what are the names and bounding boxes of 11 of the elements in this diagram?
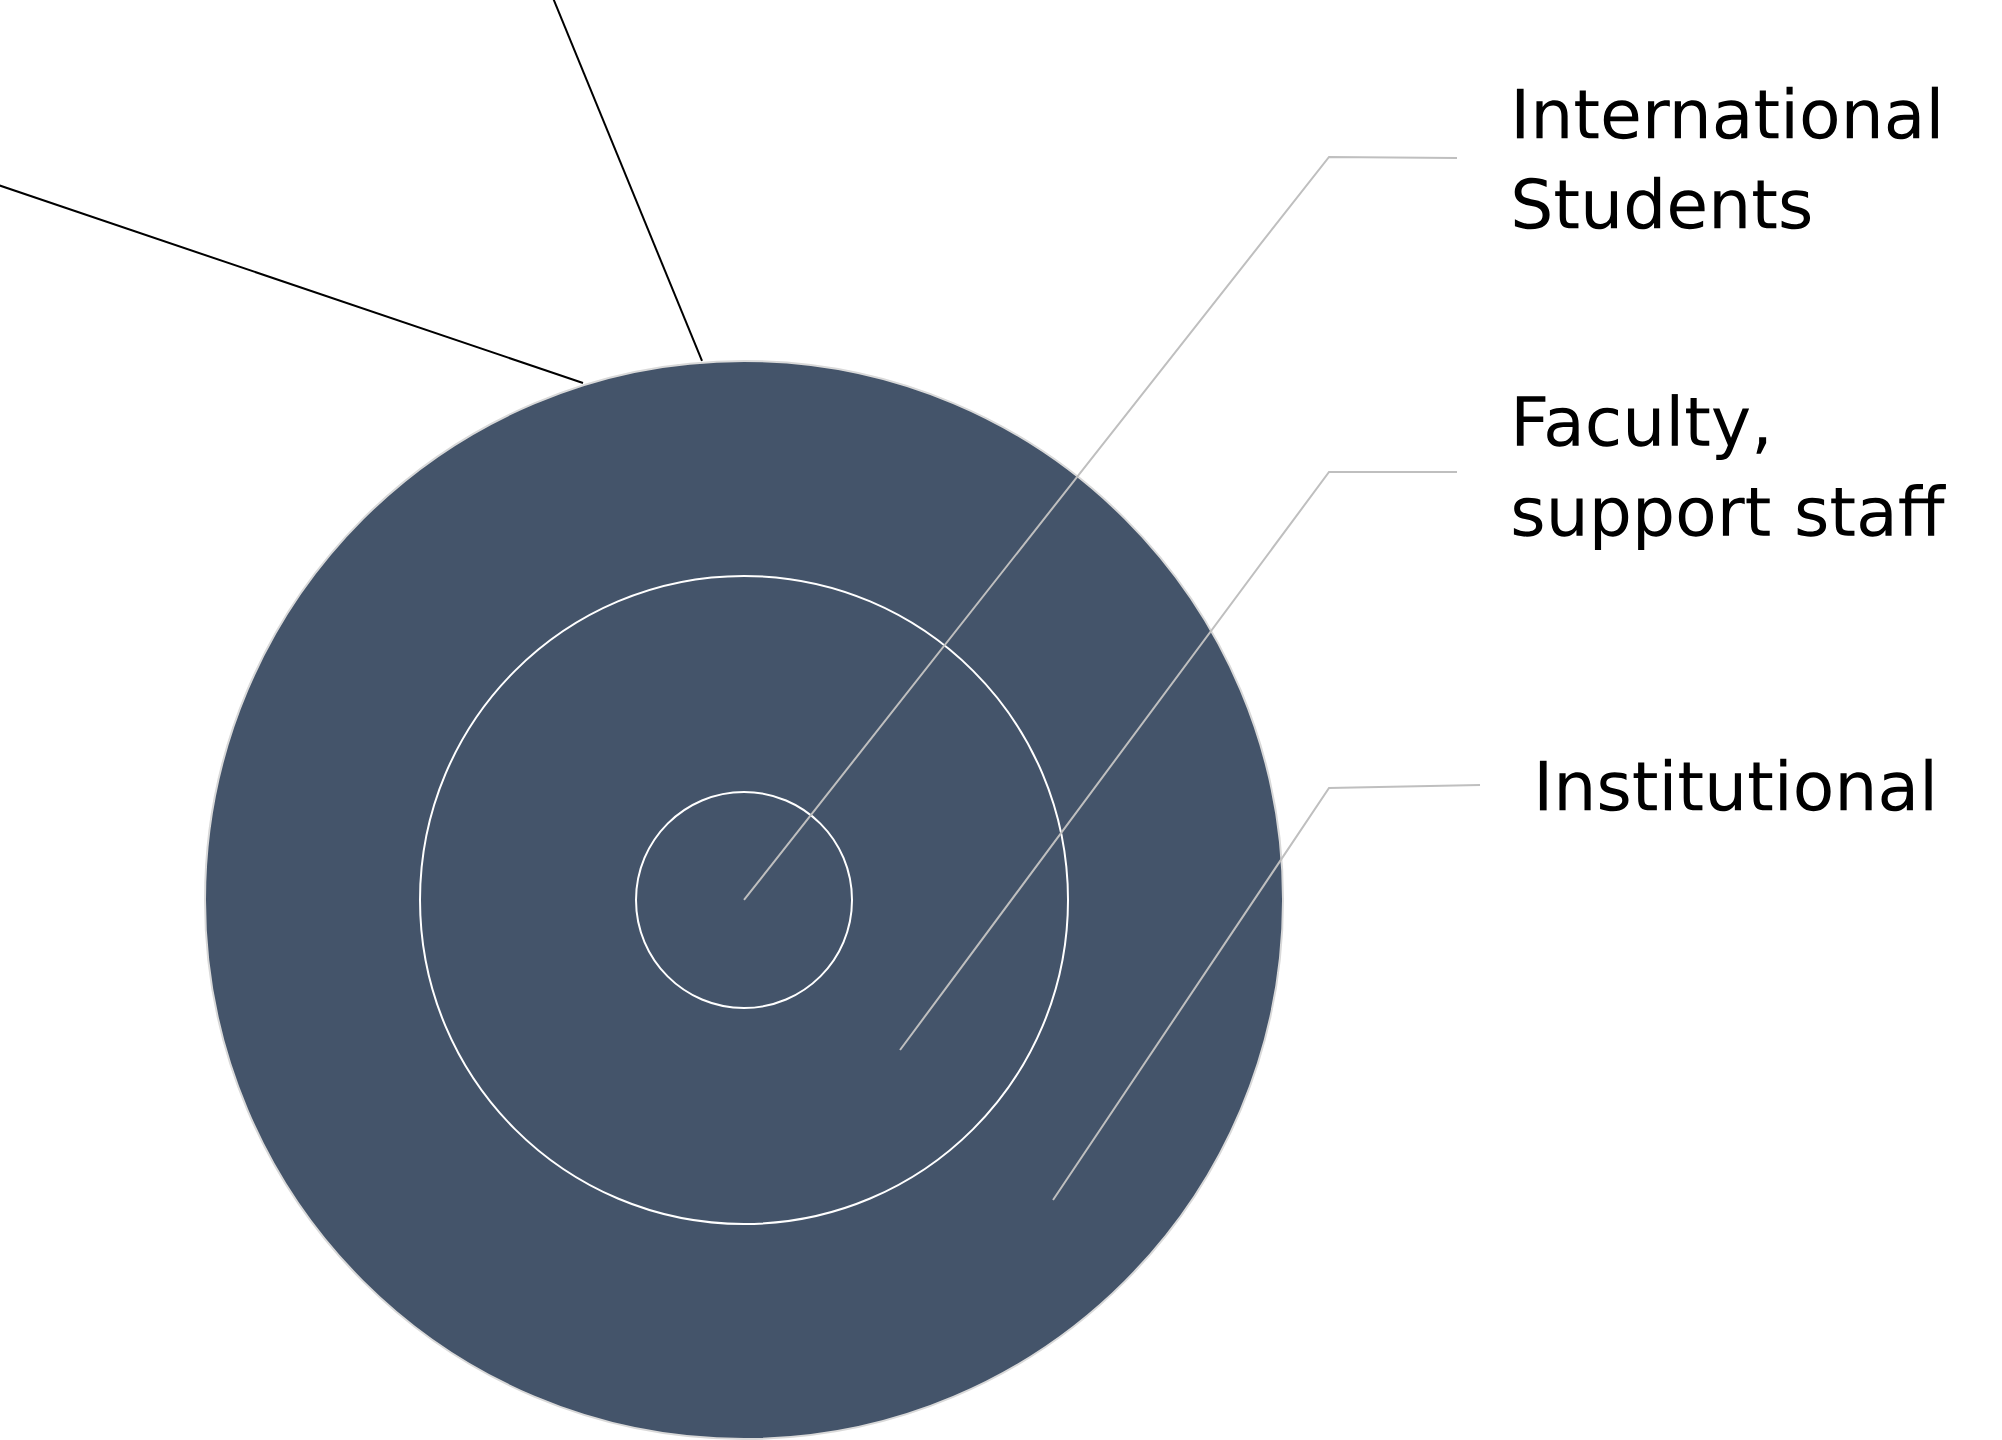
ring-circle [204, 360, 1284, 1440]
ring-circle [419, 575, 1069, 1225]
label-text: Faculty, support staff [1513, 394, 1946, 550]
leader-line [743, 155, 1458, 901]
leader-line [552, 0, 703, 362]
label-text: Institutional [1539, 758, 1932, 812]
label-text: International Students [1514, 86, 1938, 230]
ring-circle [635, 791, 853, 1009]
leader-line [1052, 784, 1481, 1201]
leader-line [0, 184, 584, 384]
leader-line [899, 471, 1458, 1051]
